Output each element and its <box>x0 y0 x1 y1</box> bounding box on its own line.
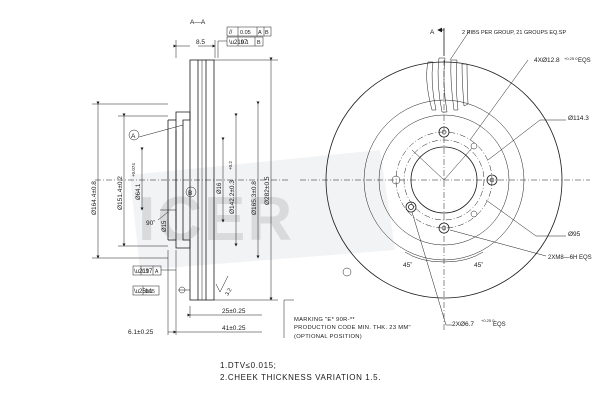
dimension-25: 25±0.25 <box>187 306 262 318</box>
marking-position-circle <box>342 267 352 277</box>
tolerance-frame-top: // 0.05 A B \u2197 0.1 B <box>217 26 272 58</box>
holes-4x-tol: +0.25 0 <box>564 56 578 61</box>
ribs-note: 2 RIBS PER GROUP, 21 GROUPS EQ.SP <box>462 30 566 36</box>
marking-line-1: MARKING "E* 90R-** <box>294 317 355 323</box>
svg-text:+0.2: +0.2 <box>228 161 233 170</box>
hat-outer-circle <box>378 114 510 246</box>
svg-text:A: A <box>155 269 159 275</box>
svg-text:B: B <box>257 40 261 46</box>
cooling-ribs <box>426 57 469 113</box>
general-notes: 1.DTV≤0.015; 2.CHEEK THICKNESS VARIATION… <box>220 360 381 384</box>
dimension-164: Ø164.4±0.8 <box>91 101 168 259</box>
svg-text:\u2197: \u2197 <box>229 40 248 46</box>
svg-text:EQS: EQS <box>578 58 591 64</box>
svg-text:A: A <box>131 133 136 140</box>
dimension-64: Ø64.1 +0.074 <box>131 147 144 211</box>
holes-4x: 4XØ12.8 <box>534 57 560 64</box>
marking-note: MARKING "E* 90R-** PRODUCTION CODE MIN. … <box>283 299 411 340</box>
tolerance-frame-bottom: \u2197 0.1 A \u25b1 0.05 <box>132 265 176 296</box>
watermark-text: ICER <box>138 185 294 254</box>
roughness-symbol: 3.2 <box>215 275 234 297</box>
svg-text:Ø282±0.5: Ø282±0.5 <box>264 176 271 205</box>
svg-text:41±0.25: 41±0.25 <box>222 325 246 332</box>
bolt-pitch-circle <box>395 131 493 229</box>
holes-2x: 2XØ6.7 <box>452 321 474 328</box>
dimension-41: 41±0.25 <box>173 250 262 335</box>
svg-text:B: B <box>188 190 192 197</box>
centre-bore <box>410 146 478 214</box>
dimension-15: Ø15 <box>160 209 176 232</box>
svg-text:0.05: 0.05 <box>240 30 251 36</box>
dimension-151: Ø151.4±0.2 <box>117 113 168 247</box>
marking-line-2: PRODUCTION CODE MIN. THK. 23 MM" <box>294 325 411 331</box>
disc-outer-edge <box>325 61 563 299</box>
datum-b-bubble <box>185 186 197 198</box>
bolt-hole <box>438 126 450 138</box>
svg-text://: // <box>229 30 233 36</box>
bolt-holes <box>391 126 498 234</box>
svg-text:+0.25 0: +0.25 0 <box>481 318 495 323</box>
angle-left: 45˚ <box>403 261 412 269</box>
svg-text:A: A <box>430 29 435 36</box>
svg-text:Ø165.3±0.8: Ø165.3±0.8 <box>251 181 258 215</box>
svg-text:B: B <box>265 30 269 36</box>
svg-text:Ø142.2±0.3: Ø142.2±0.3 <box>229 180 236 214</box>
braking-inner-edge <box>363 99 525 261</box>
width-8-5: 8.5 <box>196 39 205 46</box>
svg-text:Ø15: Ø15 <box>162 220 168 232</box>
dimension-165: Ø165.3±0.8 <box>251 101 260 259</box>
angle-right: 45˚ <box>474 261 483 269</box>
svg-text:Ø164.4±0.8: Ø164.4±0.8 <box>91 181 98 215</box>
locating-hole <box>470 142 478 150</box>
note-1: 1.DTV≤0.015; <box>220 361 277 370</box>
dia-114: Ø114.3 <box>568 115 589 122</box>
svg-text:\u2197: \u2197 <box>134 269 153 275</box>
svg-text:Ø151.4±0.2: Ø151.4±0.2 <box>117 176 124 210</box>
section-view: A—A // 0.05 A B \u2197 0.1 B 8.5 <box>91 19 290 336</box>
svg-text:Ø64.1: Ø64.1 <box>136 183 142 200</box>
svg-text:0.1: 0.1 <box>241 40 249 46</box>
svg-text:+0.074: +0.074 <box>131 163 136 177</box>
svg-text:25±0.25: 25±0.25 <box>222 308 246 315</box>
front-view: A <box>300 27 592 330</box>
svg-text:6.1±0.25: 6.1±0.25 <box>128 329 154 336</box>
svg-text:0.05: 0.05 <box>145 289 155 295</box>
dimension-142: Ø142.2±0.3 <box>229 113 238 247</box>
datum-a-bubble <box>128 129 140 141</box>
bolt-hole <box>405 201 417 213</box>
pcd-95-circle <box>403 139 485 221</box>
note-2: 2.CHEEK THICKNESS VARIATION 1.5. <box>220 373 382 382</box>
bolt-hole <box>438 222 450 234</box>
dimension-6-1: 6.1±0.25 <box>128 250 176 336</box>
svg-text:EQS: EQS <box>493 322 506 328</box>
svg-text:Ø16: Ø16 <box>217 182 223 194</box>
dimension-282: Ø282±0.5 <box>214 57 278 301</box>
svg-text:\u25b1: \u25b1 <box>134 289 153 295</box>
dimension-16: Ø16 +0.2 <box>217 137 233 223</box>
angle-90: 90˚ <box>146 219 155 227</box>
svg-text:0.1: 0.1 <box>142 269 149 275</box>
dia-95: Ø95 <box>568 231 581 238</box>
locating-hole <box>470 210 478 218</box>
bolt-hole <box>486 174 498 186</box>
section-title: A—A <box>190 19 206 26</box>
threaded-hole <box>391 175 401 185</box>
marking-line-3: (OPTIONAL POSITION) <box>294 334 362 340</box>
thread-note: 2XM8—6H EQS <box>548 255 592 261</box>
svg-text:A: A <box>258 30 262 36</box>
svg-text:3.2: 3.2 <box>225 287 234 297</box>
